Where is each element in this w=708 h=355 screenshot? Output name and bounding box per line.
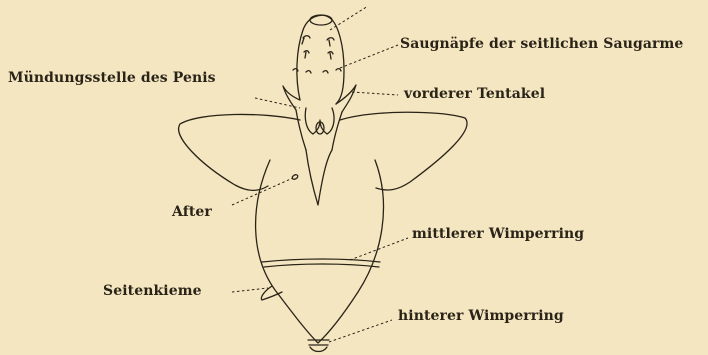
- trunk-body: [256, 160, 384, 343]
- left-fin: [179, 114, 300, 190]
- foot: [306, 150, 332, 205]
- right-fin: [340, 112, 467, 190]
- neck-left: [296, 110, 306, 150]
- middle-ring-top: [262, 259, 380, 262]
- posterior-tip: [310, 347, 327, 352]
- lateral-gill: [261, 286, 282, 300]
- penis-lobes: [305, 108, 334, 134]
- label-seitenkieme: Seitenkieme: [103, 283, 202, 299]
- label-saugnaepfe: Saugnäpfe der seitlichen Saugarme: [400, 36, 683, 52]
- label-hinterer: hinterer Wimperring: [398, 308, 564, 324]
- label-muendung: Mündungsstelle des Penis: [8, 70, 216, 86]
- leader-hinterer: [329, 320, 392, 342]
- mouth-opening: [310, 15, 332, 25]
- label-tentakel: vorderer Tentakel: [404, 86, 545, 102]
- label-after: After: [172, 204, 212, 220]
- anus-mark: [291, 174, 298, 180]
- leader-tentakel: [352, 92, 398, 95]
- head-outline: [297, 15, 344, 104]
- leader-top: [330, 6, 368, 30]
- sucker-stalks: [302, 38, 331, 59]
- leader-saugnaepfe: [340, 45, 398, 68]
- label-mittlerer: mittlerer Wimperring: [412, 226, 584, 242]
- middle-ring-bottom: [264, 264, 379, 267]
- leader-seitenkieme: [232, 288, 268, 292]
